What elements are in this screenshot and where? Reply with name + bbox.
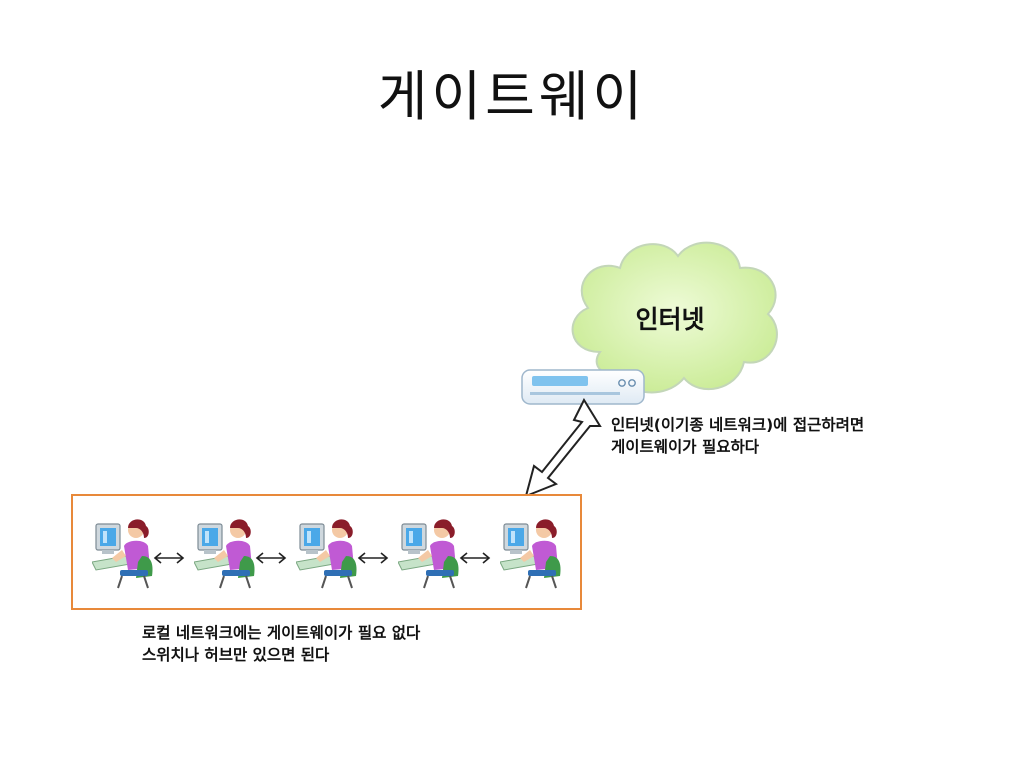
- cloud-icon: [571, 241, 778, 394]
- user-at-computer-icon: [91, 516, 156, 590]
- slide-title: 게이트웨이: [377, 65, 647, 128]
- user-at-computer-icon: [499, 516, 564, 590]
- double-arrow-icon: [254, 550, 288, 564]
- double-arrow-icon: [356, 550, 390, 564]
- double-arrow-icon: [152, 550, 186, 564]
- internet-access-note: 인터넷(이기종 네트워크)에 접근하려면 게이트웨이가 필요하다: [611, 414, 864, 458]
- user-at-computer-icon: [295, 516, 360, 590]
- internet-label: 인터넷: [635, 305, 705, 334]
- local-note-line: 스위치나 허브만 있으면 된다: [142, 646, 330, 664]
- local-note-line: 로컬 네트워크에는 게이트웨이가 필요 없다: [142, 624, 421, 642]
- router-icon: [521, 369, 645, 405]
- internet-note-line: 인터넷(이기종 네트워크)에 접근하려면: [611, 416, 865, 434]
- internet-note-line: 게이트웨이가 필요하다: [611, 438, 759, 456]
- double-arrow-icon: [524, 398, 602, 498]
- double-arrow-icon: [458, 550, 492, 564]
- local-network-note: 로컬 네트워크에는 게이트웨이가 필요 없다 스위치나 허브만 있으면 된다: [142, 622, 420, 666]
- user-at-computer-icon: [397, 516, 462, 590]
- user-at-computer-icon: [193, 516, 258, 590]
